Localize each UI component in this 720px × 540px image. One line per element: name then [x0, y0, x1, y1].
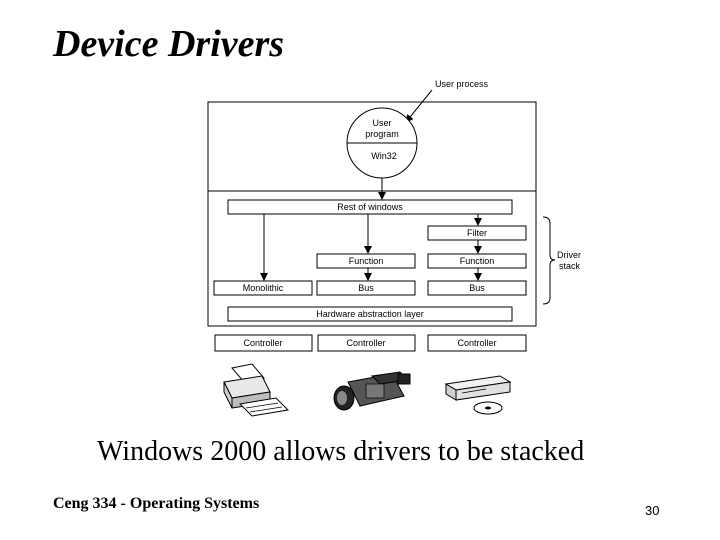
function-right-label: Function — [460, 256, 495, 266]
bus-right-box — [427, 280, 527, 296]
controller-left-box — [214, 334, 313, 352]
monolithic-label: Monolithic — [243, 283, 284, 293]
controller-left-label: Controller — [243, 338, 282, 348]
slide-title: Device Drivers — [53, 23, 285, 65]
driver-stack-label-2: stack — [559, 261, 581, 271]
user-process-label: User process — [435, 79, 489, 89]
cd-drive-icon — [444, 375, 512, 415]
slide-caption: Windows 2000 allows drivers to be stacke… — [97, 436, 585, 467]
filter-label: Filter — [467, 228, 487, 238]
driver-stack-label-1: Driver — [557, 250, 581, 260]
driver-stack-brace — [542, 216, 556, 305]
controller-middle-box — [317, 334, 416, 352]
filter-box — [427, 225, 527, 241]
bus-right-label: Bus — [469, 283, 485, 293]
printer-icon — [223, 363, 290, 417]
bus-middle-label: Bus — [358, 283, 374, 293]
function-left-box — [316, 253, 416, 269]
function-left-label: Function — [349, 256, 384, 266]
user-program-label-2: program — [365, 129, 399, 139]
controller-right-label: Controller — [457, 338, 496, 348]
course-footer: Ceng 334 - Operating Systems — [53, 495, 260, 512]
function-right-box — [427, 253, 527, 269]
camcorder-icon — [333, 371, 411, 411]
rest-of-windows-label: Rest of windows — [337, 202, 403, 212]
win32-label: Win32 — [371, 151, 397, 161]
hal-box — [227, 306, 513, 322]
controller-middle-label: Controller — [346, 338, 385, 348]
page-number: 30 — [645, 503, 660, 518]
controller-right-box — [427, 334, 527, 352]
user-process-arrow — [405, 89, 433, 123]
rest-of-windows-box — [227, 199, 513, 215]
user-program-label-1: User — [372, 118, 391, 128]
monolithic-box — [213, 280, 313, 296]
hal-label: Hardware abstraction layer — [316, 309, 424, 319]
bus-middle-box — [316, 280, 416, 296]
